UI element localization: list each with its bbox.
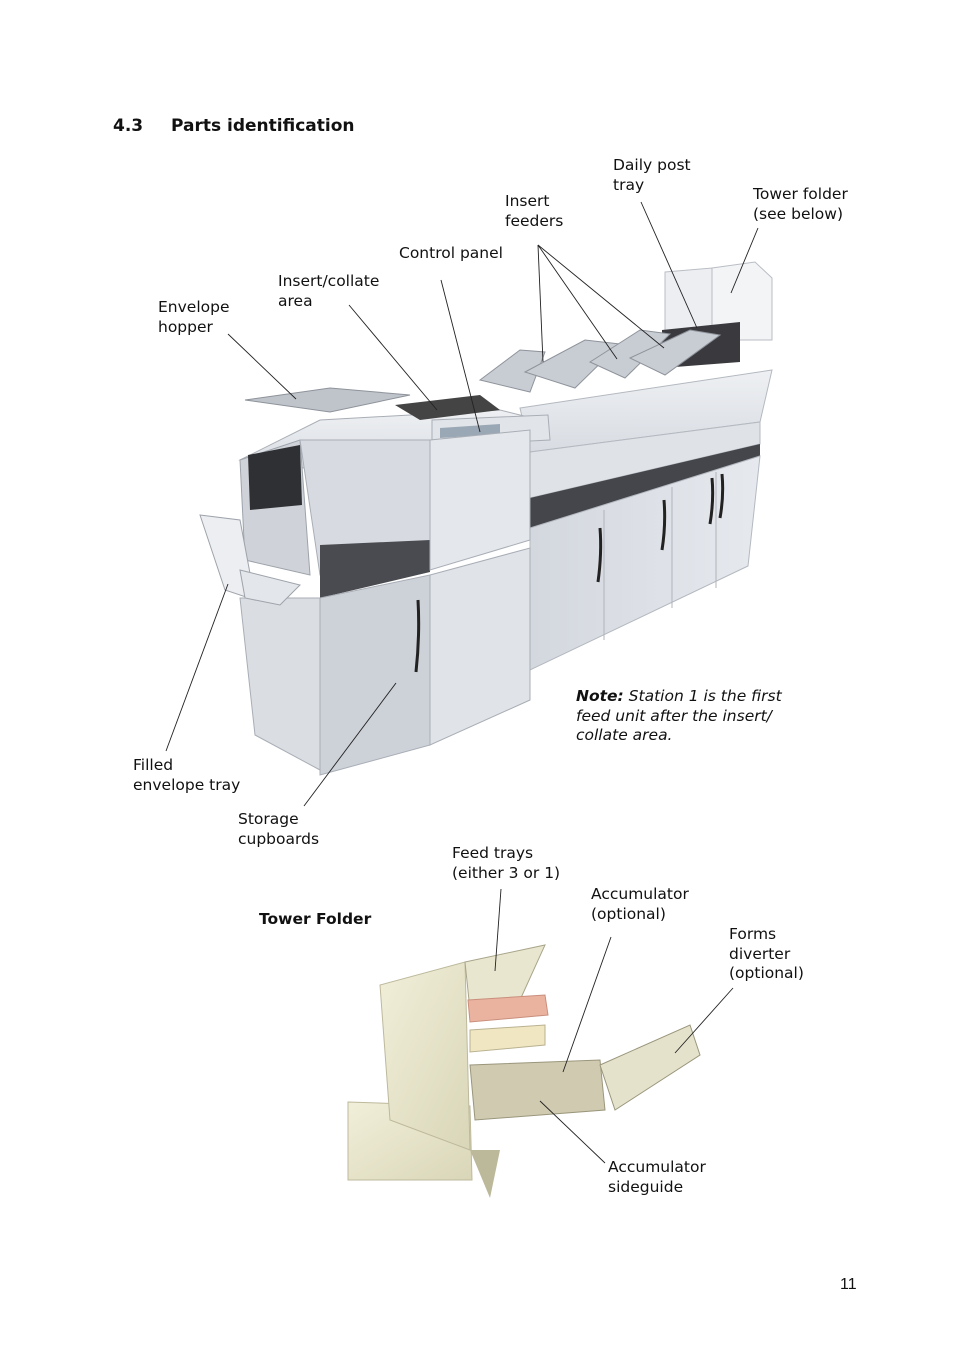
front-module-graphic <box>199 387 551 776</box>
main-cabinet-graphic <box>519 369 773 671</box>
tower-folder-closeup-graphic <box>347 944 701 1198</box>
station-note: Note: Station 1 is the first feed unit a… <box>576 687 782 746</box>
page-number: 11 <box>840 1276 857 1293</box>
section-title: Parts identification <box>171 116 355 136</box>
accumulator-sideguide-label: Accumulator sideguide <box>608 1158 706 1196</box>
tower-folder-title: Tower Folder <box>259 910 372 928</box>
note-line-3: collate area. <box>576 726 673 744</box>
tower-folder-label: Tower folder (see below) <box>753 185 848 223</box>
section-heading: 4.3 Parts identification <box>113 116 355 136</box>
storage-cupboards-label: Storage cupboards <box>238 810 320 848</box>
insert-collate-area-label: Insert/collate area <box>278 272 380 310</box>
filled-envelope-tray-label: Filled envelope tray <box>133 756 241 794</box>
note-line-2: feed unit after the insert/ <box>576 706 772 725</box>
tower-folder-graphic <box>662 261 773 368</box>
envelope-hopper-label: Envelope hopper <box>158 298 230 336</box>
accumulator-label: Accumulator (optional) <box>591 885 689 923</box>
control-panel-label: Control panel <box>399 244 503 262</box>
feeder-trays-graphic <box>478 329 722 393</box>
insert-feeders-label: Insert feeders <box>505 192 564 230</box>
section-number: 4.3 <box>113 116 144 136</box>
leader-lines <box>165 201 759 1164</box>
forms-diverter-label: Forms diverter (optional) <box>729 925 804 982</box>
note-line-1: Station 1 is the first <box>623 687 782 705</box>
feed-trays-label: Feed trays (either 3 or 1) <box>452 844 561 882</box>
daily-post-tray-label: Daily post tray <box>613 156 691 194</box>
note-label: Note: <box>576 687 624 705</box>
